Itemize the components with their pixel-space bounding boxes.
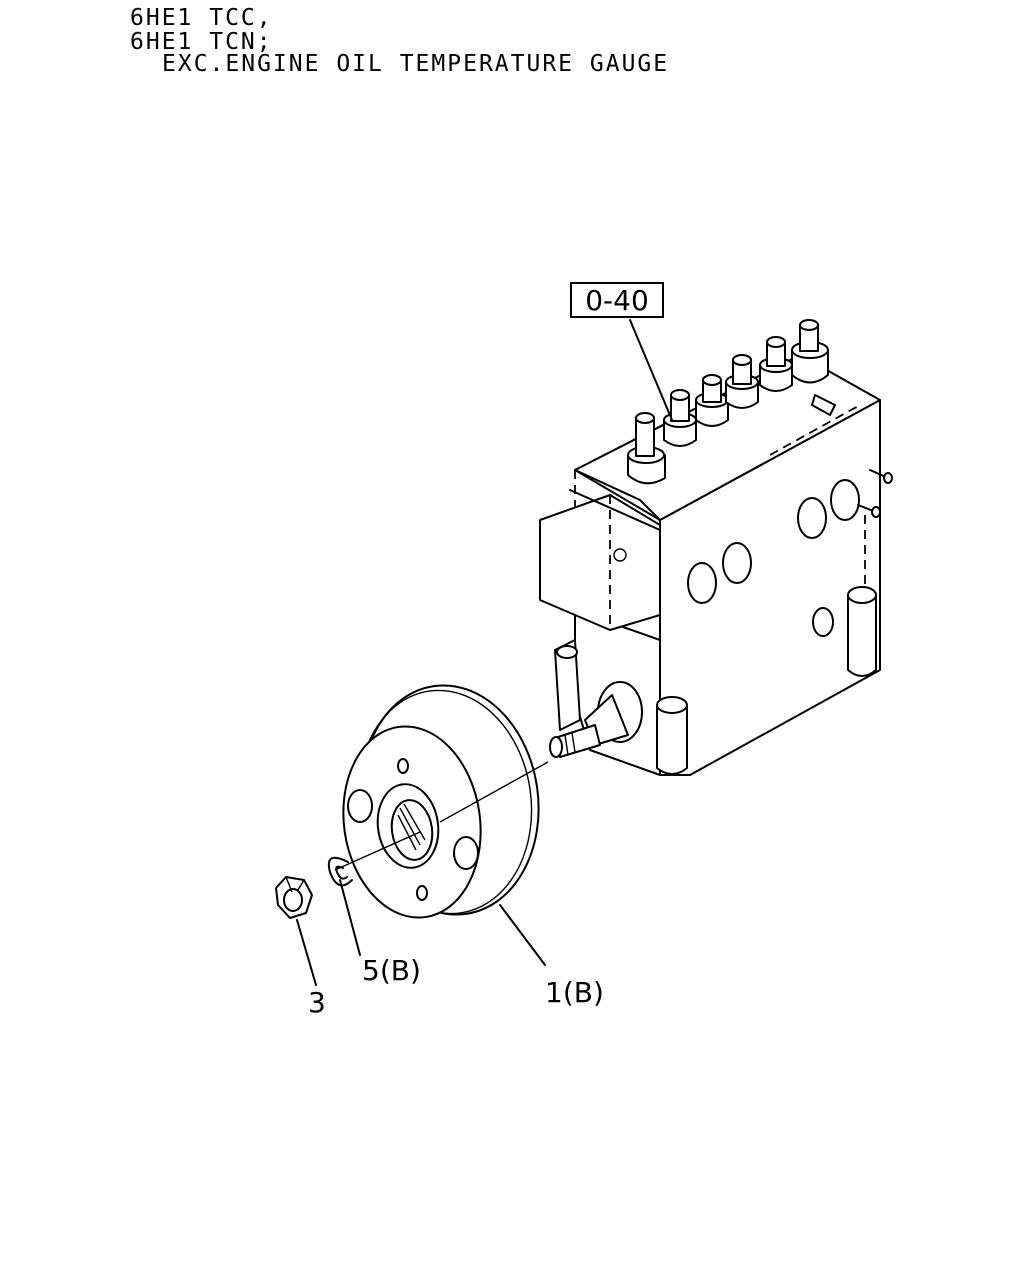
part-5-callout: 5(B) xyxy=(362,954,421,987)
reference-box-frame xyxy=(570,282,664,318)
header-model-line-1: 6HE1 TCC, xyxy=(130,5,273,31)
header-model-line-2: 6HE1 TCN; xyxy=(130,29,273,55)
reference-box-label: 0-40 xyxy=(585,284,649,317)
header-notes: 6HE1 TCC, 6HE1 TCN; EXC.ENGINE OIL TEMPE… xyxy=(0,0,720,90)
delivery-valve-holders xyxy=(627,319,836,485)
coupling-flange xyxy=(342,684,540,919)
leader-part-5 xyxy=(339,879,361,956)
part-3-callout: 3 xyxy=(308,986,326,1019)
assembly-centerline xyxy=(334,761,549,871)
hex-nut xyxy=(275,876,313,919)
leader-ref-box xyxy=(629,319,673,421)
header-exclusion-note: EXC.ENGINE OIL TEMPERATURE GAUGE xyxy=(162,51,670,77)
part-1-callout: 1(B) xyxy=(545,976,604,1009)
lock-washer xyxy=(327,856,353,887)
leader-part-1 xyxy=(499,904,546,966)
injection-pump-assembly xyxy=(539,319,893,776)
leader-part-3 xyxy=(296,919,317,986)
